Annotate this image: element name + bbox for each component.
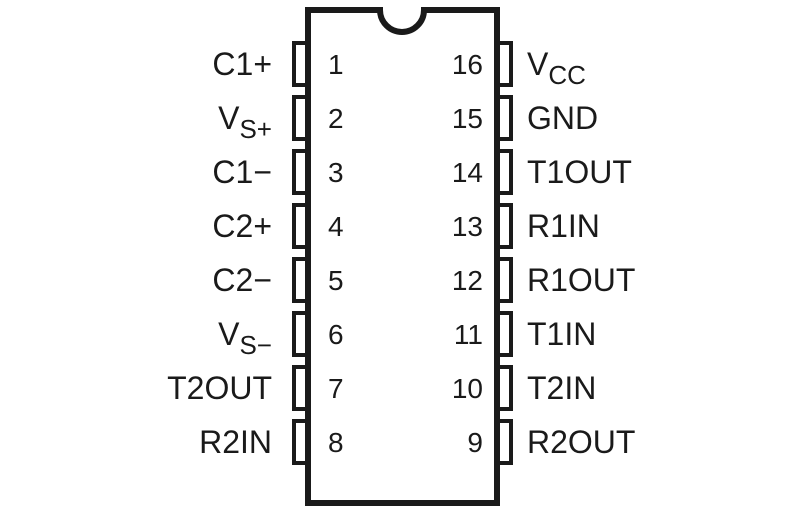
pin-name-label: C1+ bbox=[212, 46, 272, 82]
ic-body bbox=[305, 7, 500, 506]
pin-9: 9 R2OUT bbox=[467, 419, 635, 465]
pin-name: V bbox=[218, 100, 240, 136]
pin-number: 7 bbox=[328, 373, 344, 404]
pin-lead bbox=[499, 419, 513, 465]
pin-lead bbox=[499, 203, 513, 249]
pin-name: R1OUT bbox=[527, 262, 635, 298]
pin-name: C1− bbox=[212, 154, 272, 190]
pin-15: 15 GND bbox=[452, 95, 598, 141]
pin-name: C2− bbox=[212, 262, 272, 298]
pin-number: 16 bbox=[452, 49, 483, 80]
pin-7: 7 T2OUT bbox=[167, 365, 344, 411]
pin-name: V bbox=[218, 316, 240, 352]
pin-name-label: GND bbox=[527, 100, 598, 136]
pin-number: 15 bbox=[452, 103, 483, 134]
pin-lead bbox=[292, 365, 306, 411]
pin-name-label: R1OUT bbox=[527, 262, 635, 298]
pin-lead bbox=[292, 257, 306, 303]
pin-name: R2IN bbox=[199, 424, 272, 460]
pin-number: 9 bbox=[467, 427, 483, 458]
pin-name-label: VCC bbox=[527, 46, 586, 90]
pin-number: 3 bbox=[328, 157, 344, 188]
pin-lead bbox=[499, 95, 513, 141]
pin-name-subscript: S+ bbox=[239, 114, 272, 144]
pin-name: GND bbox=[527, 100, 598, 136]
pin-name: C1+ bbox=[212, 46, 272, 82]
pin-number: 4 bbox=[328, 211, 344, 242]
pin-number: 6 bbox=[328, 319, 344, 350]
pin-number: 11 bbox=[454, 319, 483, 350]
pin-10: 10 T2IN bbox=[452, 365, 596, 411]
pin-2: 2 VS+ bbox=[218, 95, 344, 144]
pin-number: 5 bbox=[328, 265, 344, 296]
pin-13: 13 R1IN bbox=[452, 203, 600, 249]
pin-number: 8 bbox=[328, 427, 344, 458]
pin-lead bbox=[499, 41, 513, 87]
pin-number: 13 bbox=[452, 211, 483, 242]
pin-lead bbox=[499, 365, 513, 411]
pin-name-label: T1OUT bbox=[527, 154, 632, 190]
pin-lead bbox=[292, 149, 306, 195]
pin-name: R2OUT bbox=[527, 424, 635, 460]
pin-8: 8 R2IN bbox=[199, 419, 344, 465]
pin-name-label: C2− bbox=[212, 262, 272, 298]
pin-number: 14 bbox=[452, 157, 483, 188]
pin-name-subscript: S− bbox=[239, 330, 272, 360]
pin-name: C2+ bbox=[212, 208, 272, 244]
pin-name: T2OUT bbox=[167, 370, 272, 406]
pin-name: R1IN bbox=[527, 208, 600, 244]
right-pin-group: 16 VCC 15 GND 14 T1OUT 13 R1IN 12 R1OUT 11 T1IN 10 T2… bbox=[452, 41, 635, 465]
pin-name-label: T2IN bbox=[527, 370, 596, 406]
pin-name-label: T1IN bbox=[527, 316, 596, 352]
pin-name-label: C1− bbox=[212, 154, 272, 190]
pin-name-label: R2OUT bbox=[527, 424, 635, 460]
pin-lead bbox=[292, 203, 306, 249]
pin-name: V bbox=[527, 46, 549, 82]
pin-lead bbox=[292, 311, 306, 357]
pin-lead bbox=[292, 41, 306, 87]
pin-name: T1IN bbox=[527, 316, 596, 352]
pin-name: T1OUT bbox=[527, 154, 632, 190]
pin-name-label: VS+ bbox=[218, 100, 272, 144]
pin-12: 12 R1OUT bbox=[452, 257, 635, 303]
pin-lead bbox=[292, 95, 306, 141]
pin-lead bbox=[499, 149, 513, 195]
pin-4: 4 C2+ bbox=[212, 203, 344, 249]
pin-number: 10 bbox=[452, 373, 483, 404]
pin-name-label: VS− bbox=[218, 316, 272, 360]
pin-5: 5 C2− bbox=[212, 257, 344, 303]
pin-lead bbox=[499, 311, 513, 357]
pin-16: 16 VCC bbox=[452, 41, 586, 90]
pin-name-label: R1IN bbox=[527, 208, 600, 244]
pin-name: T2IN bbox=[527, 370, 596, 406]
pin-number: 12 bbox=[452, 265, 483, 296]
pin-number: 2 bbox=[328, 103, 344, 134]
pin-name-label: R2IN bbox=[199, 424, 272, 460]
pin-number: 1 bbox=[328, 49, 344, 80]
pin-name-label: T2OUT bbox=[167, 370, 272, 406]
pin-name-label: C2+ bbox=[212, 208, 272, 244]
pin-name-subscript: CC bbox=[548, 60, 586, 90]
pin-11: 11 T1IN bbox=[454, 311, 596, 357]
pin-14: 14 T1OUT bbox=[452, 149, 632, 195]
pin-3: 3 C1− bbox=[212, 149, 344, 195]
pin-lead bbox=[292, 419, 306, 465]
pin-1: 1 C1+ bbox=[212, 41, 344, 87]
pin-6: 6 VS− bbox=[218, 311, 344, 360]
pin-lead bbox=[499, 257, 513, 303]
